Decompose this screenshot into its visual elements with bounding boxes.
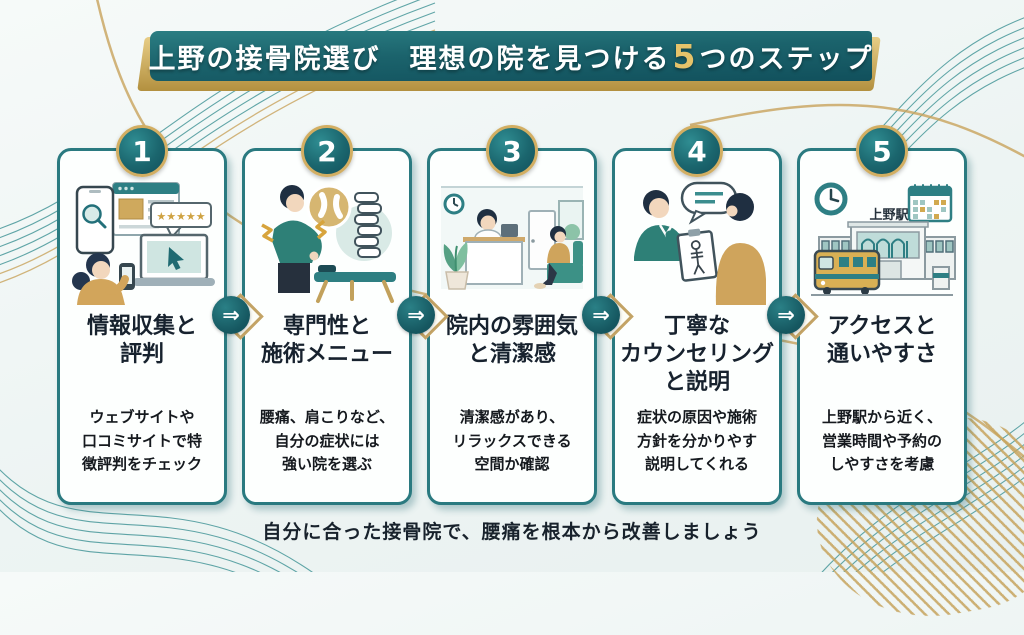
specialty-treatment-illustration: [261, 184, 396, 303]
station-access-illustration: 上野駅: [811, 182, 956, 296]
steps-row: 1 ★★★★★: [57, 125, 967, 505]
step-arrow-2: ⇒: [397, 292, 449, 340]
step-title: アクセスと 通いやすさ: [826, 314, 937, 368]
step-arrow-3: ⇒: [582, 292, 634, 340]
clinic-interior-illustration: [441, 186, 584, 290]
banner-title-highlight: 5: [672, 36, 698, 76]
step-description: 上野駅から近く、 営業時間や予約の しやすさを考慮: [821, 408, 942, 473]
step-card-1: 1 ★★★★★: [57, 125, 227, 505]
review-stars: ★★★★★: [156, 210, 205, 223]
arrow-icon: ⇒: [212, 296, 250, 334]
step-number-badge: 5: [856, 125, 908, 177]
step-description: 清潔感があり、 リラックスできる 空間か確認: [452, 408, 572, 473]
step-title: 丁寧な カウンセリング と説明: [619, 314, 774, 396]
step-title: 情報収集と 評判: [86, 314, 197, 368]
step-title: 院内の雰囲気 と清潔感: [445, 314, 578, 368]
step-card-3: 3: [427, 125, 597, 505]
arrow-icon: ⇒: [582, 296, 620, 334]
step-description: 腰痛、肩こりなど、 自分の症状には 強い院を選ぶ: [259, 408, 395, 473]
step-arrow-4: ⇒: [767, 292, 819, 340]
step-number-badge: 4: [671, 125, 723, 177]
step-description: ウェブサイトや 口コミサイトで特 徴評判をチェック: [81, 408, 202, 473]
step-card-5: 5 上野駅: [797, 125, 967, 505]
counseling-illustration: [634, 181, 766, 305]
step-title: 専門性と 施術メニュー: [260, 314, 393, 368]
banner-title-suffix: つのステップ: [699, 43, 874, 75]
step-description: 症状の原因や施術 方針を分かりやす 説明してくれる: [636, 408, 757, 473]
footer-caption: 自分に合った接骨院で、腰痛を根本から改善しましょう: [262, 521, 762, 543]
step-number-badge: 2: [301, 125, 353, 177]
step-number-badge: 1: [116, 125, 168, 177]
step-card-2: 2: [242, 125, 412, 505]
step-card-4: 4: [612, 125, 782, 505]
step-arrow-1: ⇒: [212, 292, 264, 340]
online-research-illustration: ★★★★★: [72, 182, 215, 305]
arrow-icon: ⇒: [767, 296, 805, 334]
arrow-icon: ⇒: [397, 296, 435, 334]
station-sign-label: 上野駅: [869, 208, 909, 223]
banner-title-prefix: 上野の接骨院選び 理想の院を見つける: [148, 43, 671, 75]
step-number-badge: 3: [486, 125, 538, 177]
